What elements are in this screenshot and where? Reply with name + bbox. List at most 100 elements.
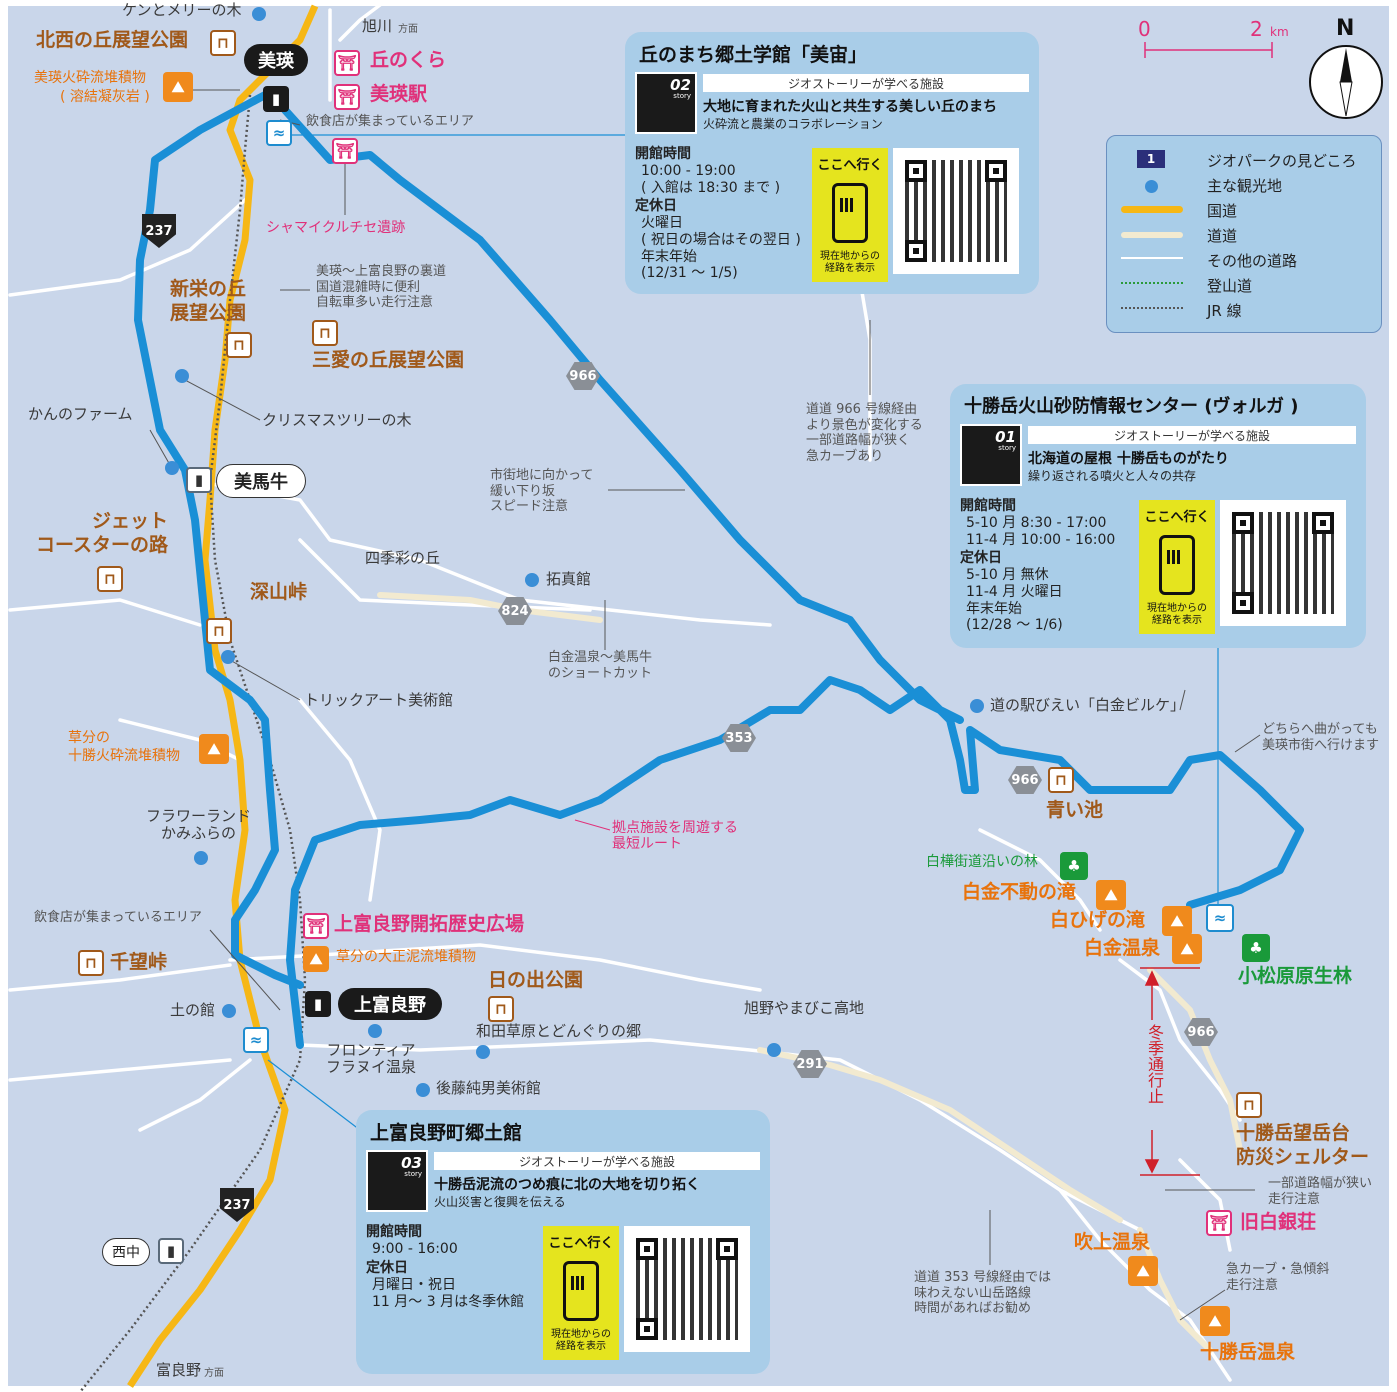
legend-pref-road-swatch (1121, 232, 1183, 238)
route-824-sign: 824 (498, 597, 532, 625)
place-komatsubara[interactable]: 小松原原生林 (1238, 965, 1353, 987)
card-hours: 9:00 - 16:00 (372, 1241, 458, 1257)
place-trickart[interactable]: トリックアート美術館 (304, 691, 454, 709)
note-shortcut: 白金温泉～美馬牛 のショートカット (548, 650, 653, 681)
place-furano-dir: 方面 (204, 1368, 224, 1379)
sand-control-icon: ≈ (243, 1027, 269, 1053)
place-takushinkan[interactable]: 拓真館 (546, 570, 592, 588)
place-wada[interactable]: 和田草原とどんぐりの郷 (476, 1022, 642, 1040)
qr-code[interactable] (1220, 500, 1346, 626)
place-fudo-falls[interactable]: 白金不動の滝 (962, 881, 1077, 903)
place-biei-station[interactable]: 美瑛駅 (370, 83, 428, 105)
card-tagline: ジオストーリーが学べる施設 (703, 74, 1029, 92)
place-michinoeki[interactable]: 道の駅びえい「白金ビルケ」 (990, 696, 1186, 714)
note-shortest-route: 拠点施設を周遊する 最短ルート (612, 820, 738, 853)
legend-other-road-swatch (1121, 257, 1183, 259)
place-hinode[interactable]: 日の出公園 (488, 969, 584, 991)
compass-icon (1309, 45, 1383, 119)
scale-unit: km (1270, 25, 1289, 39)
place-jet-coaster[interactable]: ジェット コースターの路 (36, 510, 169, 556)
sightseeing-dot[interactable] (252, 7, 266, 21)
place-biei-volcanic-sub: ( 溶結凝灰岩 ) (60, 89, 150, 105)
sightseeing-dot[interactable] (476, 1045, 490, 1059)
qr-code[interactable] (624, 1226, 750, 1352)
sightseeing-dot[interactable] (970, 699, 984, 713)
place-kanno[interactable]: かんのファーム (28, 405, 133, 423)
place-shamaikuru[interactable]: シャマイクルチセ遺跡 (266, 220, 406, 236)
card-story-sub: 繰り返される噴火と人々の共存 (1028, 469, 1197, 483)
sightseeing-dot[interactable] (165, 461, 179, 475)
place-senbo[interactable]: 千望峠 (110, 951, 168, 973)
place-shirakaba[interactable]: 白樺街道沿いの林 (926, 854, 1038, 870)
place-ken-mary[interactable]: ケンとメリーの木 (122, 1, 242, 19)
directions-button[interactable]: ここへ行く 現在地からの 経路を表示 (1139, 500, 1215, 634)
kamifurano-station-badge[interactable]: 上富良野 (338, 988, 442, 1020)
sightseeing-dot[interactable] (368, 1024, 382, 1038)
card-story-sub: 火山災害と復興を伝える (434, 1195, 566, 1209)
place-kusawake-volcanic[interactable]: 草分の 十勝火砕流堆積物 (68, 730, 180, 764)
card-closed-label: 定休日 (960, 550, 1002, 566)
sightseeing-dot[interactable] (221, 650, 235, 664)
sightseeing-dot[interactable] (194, 851, 208, 865)
historic-icon: ⛩ (332, 138, 358, 164)
sightseeing-dot[interactable] (767, 1043, 781, 1057)
card-closed: 火曜日 ( 祝日の場合はその翌日 ) 年末年始 (12/31 ～ 1/5) (641, 215, 801, 282)
forest-icon: ♣ (1060, 852, 1088, 880)
directions-button[interactable]: ここへ行く 現在地からの 経路を表示 (543, 1226, 619, 1360)
sand-control-icon: ≈ (1206, 904, 1234, 932)
place-aoiike[interactable]: 青い池 (1046, 799, 1104, 821)
place-oka-no-kura[interactable]: 丘のくら (370, 49, 447, 71)
place-shinei[interactable]: 新栄の丘 展望公園 (170, 278, 247, 324)
sightseeing-dot[interactable] (175, 369, 189, 383)
legend-geopark-badge: 1 (1137, 150, 1165, 168)
place-sanai[interactable]: 三愛の丘展望公園 (312, 349, 465, 371)
place-frontier[interactable]: フロンティア フラヌイ温泉 (326, 1041, 417, 1077)
biei-station-badge[interactable]: 美瑛 (244, 44, 308, 76)
note-road-353: 道道 353 号線経由では 味わえない山岳路線 時間があればお勧め (914, 1270, 1052, 1317)
place-hokusei[interactable]: 北西の丘展望公園 (36, 29, 189, 51)
geosite-icon: ⛰ (163, 72, 193, 102)
place-xmas-tree[interactable]: クリスマスツリーの木 (262, 411, 412, 429)
note-eating-area-kamifurano: 飲食店が集まっているエリア (34, 910, 202, 925)
geosite-icon: ⛰ (1096, 880, 1126, 910)
place-kaitaku[interactable]: 上富良野開拓歴史広場 (334, 913, 525, 935)
place-tsuchinokan[interactable]: 土の館 (170, 1001, 216, 1019)
place-kyuhakugin[interactable]: 旧白銀荘 (1240, 1211, 1317, 1233)
place-biei-volcanic[interactable]: 美瑛火砕流堆積物 (34, 70, 146, 86)
sightseeing-dot[interactable] (525, 573, 539, 587)
place-flowerland[interactable]: フラワーランド かみふらの (146, 807, 252, 843)
card-closed: 月曜日・祝日 11 月～ 3 月は冬季休館 (372, 1277, 525, 1310)
nishinaka-station-badge[interactable]: 西中 (102, 1238, 150, 1266)
geosite-icon: ⛰ (1200, 1306, 1230, 1336)
sand-control-icon: ≈ (266, 120, 292, 146)
historic-icon: ⛩ (334, 84, 360, 110)
sightseeing-dot[interactable] (222, 1004, 236, 1018)
place-shikisai[interactable]: 四季彩の丘 (365, 549, 441, 567)
place-asahino[interactable]: 旭野やまびこ高地 (744, 999, 865, 1017)
sightseeing-dot[interactable] (416, 1083, 430, 1097)
place-fukiage[interactable]: 吹上温泉 (1074, 1231, 1151, 1253)
card-story-title: 十勝岳泥流のつめ痕に北の大地を切り拓く (434, 1177, 700, 1193)
card-closed-label: 定休日 (366, 1260, 408, 1276)
note-curve: 急カーブ・急傾斜 走行注意 (1226, 1262, 1330, 1293)
viewpoint-icon: ⊓ (1236, 1092, 1262, 1118)
place-shirogane-onsen[interactable]: 白金温泉 (1084, 937, 1161, 959)
place-fukayama[interactable]: 深山峠 (250, 581, 308, 603)
place-furano: 富良野 (156, 1361, 202, 1379)
legend-item-geopark: ジオパークの見どころ (1207, 152, 1357, 170)
place-boudai[interactable]: 十勝岳望岳台 防災シェルター (1236, 1122, 1370, 1168)
train-icon: ▮ (186, 467, 212, 493)
qr-code[interactable] (893, 148, 1019, 274)
place-taisho-mudflow[interactable]: 草分の大正泥流堆積物 (336, 949, 476, 965)
place-shirahige-falls[interactable]: 白ひげの滝 (1050, 909, 1146, 931)
place-goto[interactable]: 後藤純男美術館 (436, 1079, 542, 1097)
bibaushi-station-badge[interactable]: 美馬牛 (216, 464, 306, 498)
legend-dot-icon (1145, 180, 1158, 193)
place-tokachi-onsen[interactable]: 十勝岳温泉 (1200, 1341, 1296, 1363)
directions-button[interactable]: ここへ行く 現在地からの 経路を表示 (812, 148, 888, 282)
